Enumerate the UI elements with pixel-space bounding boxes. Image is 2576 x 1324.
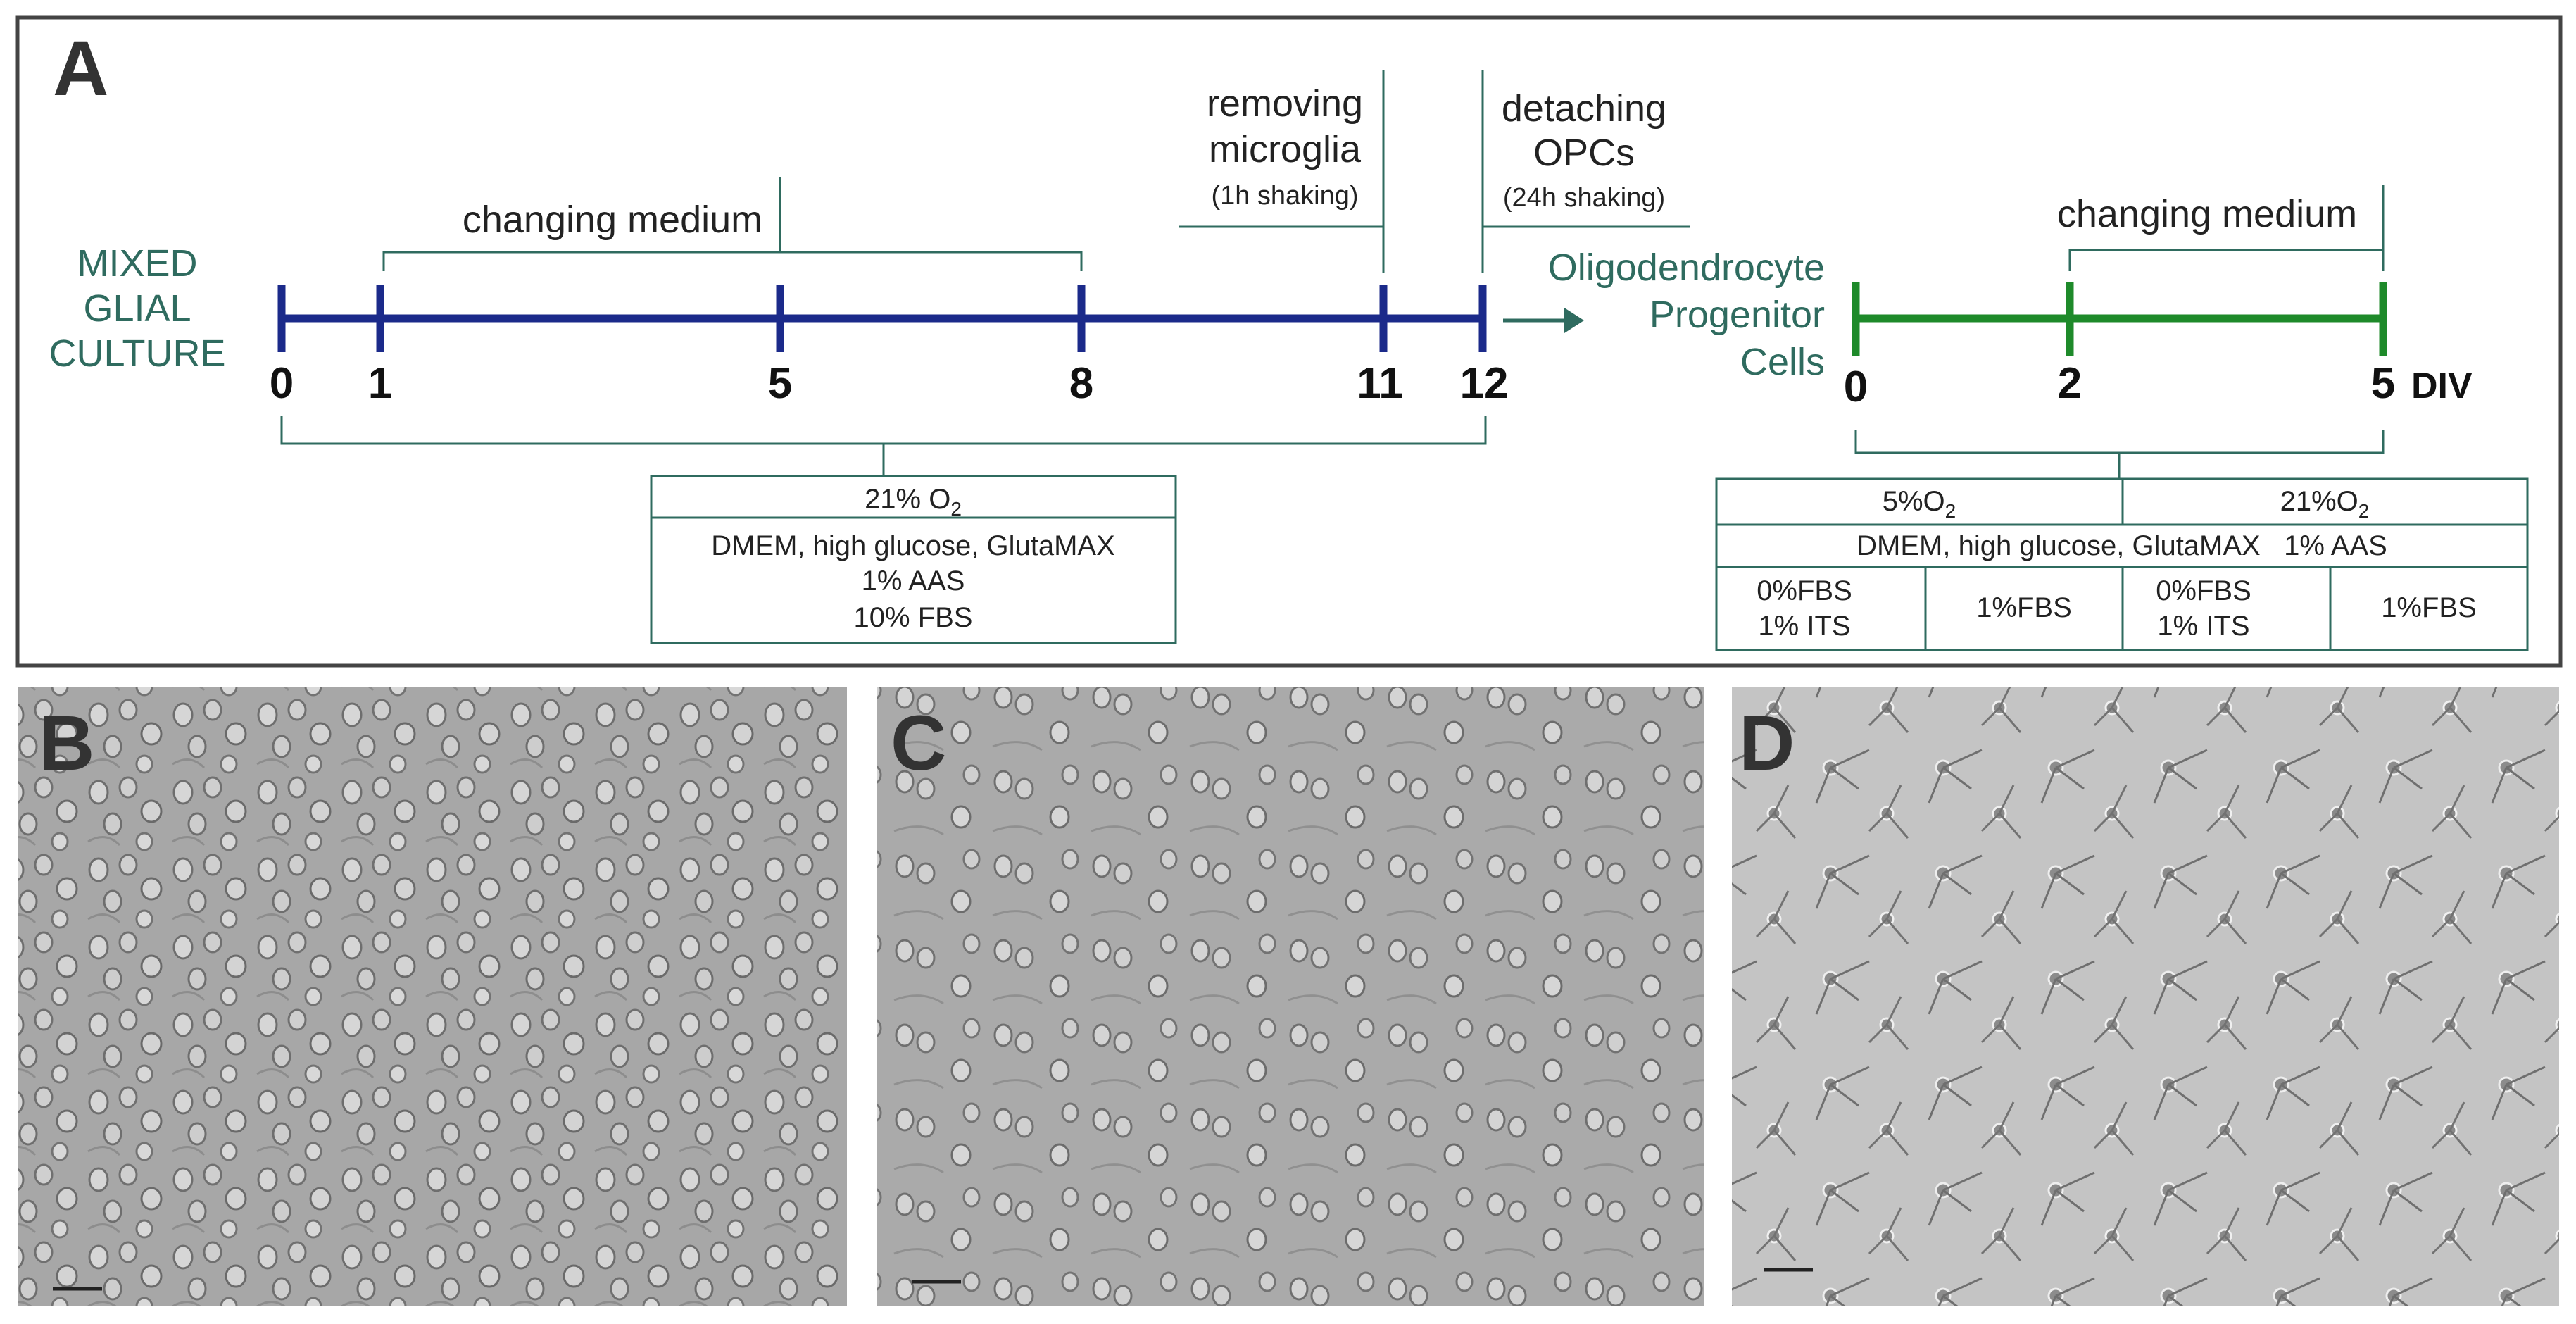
removing-line-2: microglia (1209, 128, 1362, 170)
opc-oxygen-low-cell: 5%O2 (1883, 486, 1956, 522)
opc-cell-1-line-1: 0%FBS (1757, 575, 1852, 606)
mixed-tick-label-1: 1 (368, 359, 392, 408)
mixed-tick-label-8: 8 (1069, 359, 1093, 408)
opc-changing-medium-bracket (2068, 185, 2385, 271)
mixed-medium-line-2: 1% AAS (862, 566, 965, 597)
panel-c-image: C (877, 687, 1704, 1306)
mixed-tick-label-11: 11 (1357, 359, 1403, 408)
detaching-line-1: detaching (1502, 87, 1666, 130)
mixed-title-line-3: CULTURE (49, 332, 225, 375)
panel-b-label: B (39, 700, 94, 787)
removing-microglia-text: removing microglia (1h shaking) (1207, 82, 1363, 211)
mixed-changing-medium-bracket (382, 177, 1083, 271)
mixed-culture-title: MIXED GLIAL CULTURE (49, 242, 225, 375)
opc-medium-row: DMEM, high glucose, GlutaMAX 1% AAS (1856, 530, 2387, 561)
opc-cell-3-line-2: 1% ITS (2157, 611, 2249, 642)
removing-microglia-marker (1179, 70, 1385, 273)
opc-cell-3-line-1: 0%FBS (2156, 575, 2251, 606)
panel-d-label: D (1739, 700, 1795, 787)
opc-tick-label-5: 5 (2371, 359, 2395, 408)
mixed-medium-line-3: 10% FBS (854, 602, 973, 633)
mixed-tick-label-0: 0 (270, 359, 294, 408)
mixed-tick-label-5: 5 (768, 359, 792, 408)
panel-b-image: B (18, 687, 847, 1306)
mixed-tick-label-12: 12 (1460, 359, 1509, 408)
opc-changing-medium-label: changing medium (2057, 193, 2357, 235)
mixed-medium-line-1: DMEM, high glucose, GlutaMAX (711, 530, 1115, 561)
opc-culture-title: Oligodendrocyte Progenitor Cells (1548, 246, 1825, 383)
opc-title-line-2: Progenitor (1650, 294, 1825, 336)
opc-title-line-1: Oligodendrocyte (1548, 246, 1825, 289)
panel-c-label: C (891, 700, 946, 787)
detaching-opcs-marker (1481, 70, 1690, 273)
opc-tick-label-0: 0 (1844, 363, 1868, 411)
opc-timeline (1852, 282, 2387, 356)
mixed-conditions-table: 21% O2 DMEM, high glucose, GlutaMAX 1% A… (650, 475, 1177, 644)
opc-tick-label-2: 2 (2058, 359, 2082, 408)
panel-a-label: A (53, 25, 108, 112)
opc-cell-1-line-2: 1% ITS (1758, 611, 1850, 642)
detaching-line-2: OPCs (1533, 132, 1635, 174)
mixed-tick-labels: 0 1 5 8 11 12 (270, 359, 1509, 408)
mixed-oxygen-cell: 21% O2 (865, 484, 962, 520)
mixed-title-line-1: MIXED (77, 242, 197, 285)
opc-conditions-table: 5%O2 21%O2 DMEM, high glucose, GlutaMAX … (1715, 477, 2529, 651)
mixed-changing-medium-label: changing medium (463, 199, 762, 241)
mixed-title-line-2: GLIAL (83, 287, 191, 330)
removing-note: (1h shaking) (1211, 181, 1358, 211)
detaching-opcs-text: detaching OPCs (24h shaking) (1502, 87, 1666, 213)
mixed-timeline (277, 285, 1487, 352)
opc-cell-2: 1%FBS (1976, 592, 2072, 623)
panel-d-image: D (1732, 687, 2559, 1306)
opc-unit-label: DIV (2411, 366, 2473, 406)
opc-tick-labels: 0 2 5 DIV (1844, 359, 2473, 411)
opc-cell-4: 1%FBS (2381, 592, 2477, 623)
opc-title-line-3: Cells (1740, 341, 1825, 383)
detaching-note: (24h shaking) (1503, 183, 1665, 213)
opc-oxygen-high-cell: 21%O2 (2280, 486, 2370, 522)
right-arrow-icon (1503, 308, 1584, 333)
removing-line-1: removing (1207, 82, 1363, 125)
